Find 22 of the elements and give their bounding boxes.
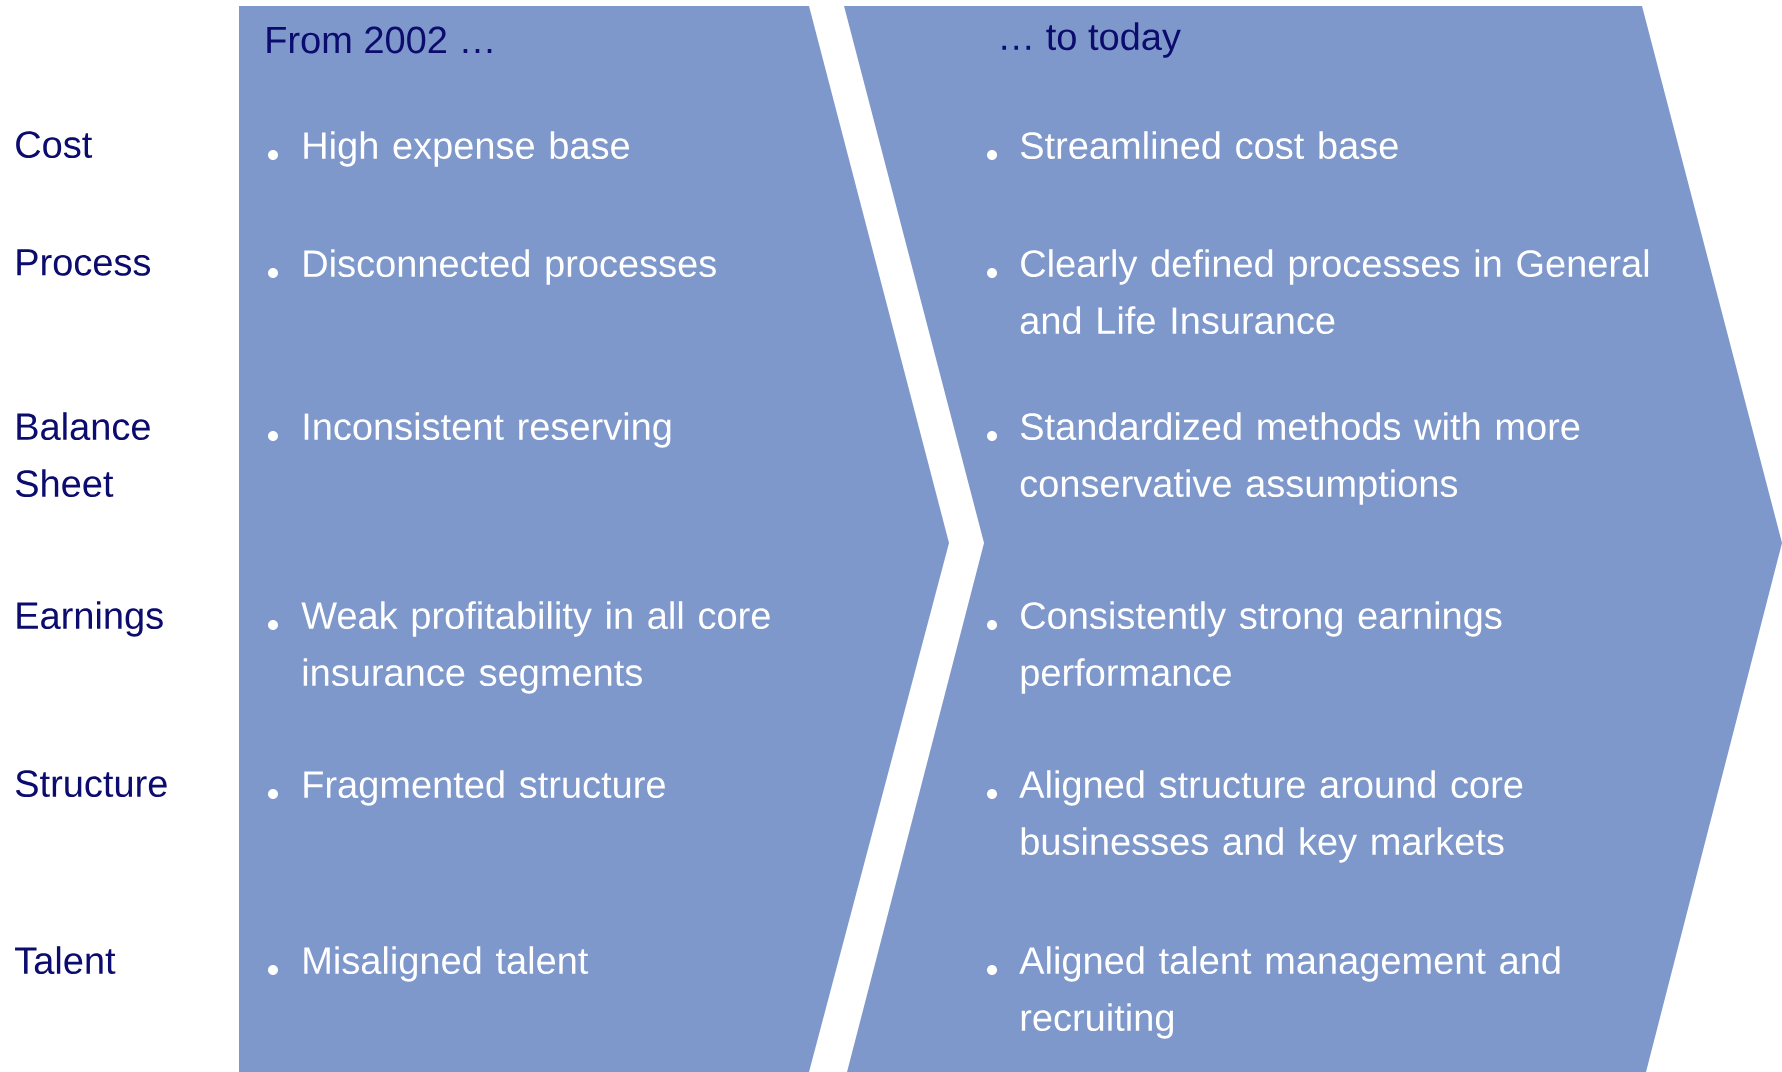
bullet-item: Inconsistent reserving <box>268 412 671 448</box>
bullet-item: Misaligned talent <box>268 946 589 982</box>
row-label: Process <box>17 249 151 276</box>
bullet-item: High expense base <box>268 131 629 167</box>
column-heading: … to today <box>1002 22 1181 58</box>
bullet-item: Weak profitability in all core insurance segments <box>268 601 770 694</box>
bullet-item: Streamlined cost base <box>987 131 1398 160</box>
bullet-item: Aligned talent management and recruiting <box>987 946 1560 1039</box>
bullet-item: Clearly defined processes in General and Life Insurance <box>987 249 1649 335</box>
row-label: Earnings <box>17 601 163 637</box>
row-label: Structure <box>15 770 167 798</box>
chevron <box>844 6 1782 1072</box>
bullet-item: Consistently strong earnings performance <box>987 601 1502 694</box>
chevron <box>239 6 949 1072</box>
bullet-item: Standardized methods with more conservative assumptions <box>987 412 1580 505</box>
row-label: Cost <box>16 131 93 159</box>
bullet-item: Aligned structure around core businesses and key markets <box>987 770 1523 863</box>
bullet-item: Fragmented structure <box>268 770 665 806</box>
bullet-item: Disconnected processes <box>268 249 716 285</box>
row-label: Balance Sheet <box>15 412 150 498</box>
row-label: Talent <box>15 946 116 975</box>
column-heading: From 2002 … <box>267 26 492 54</box>
